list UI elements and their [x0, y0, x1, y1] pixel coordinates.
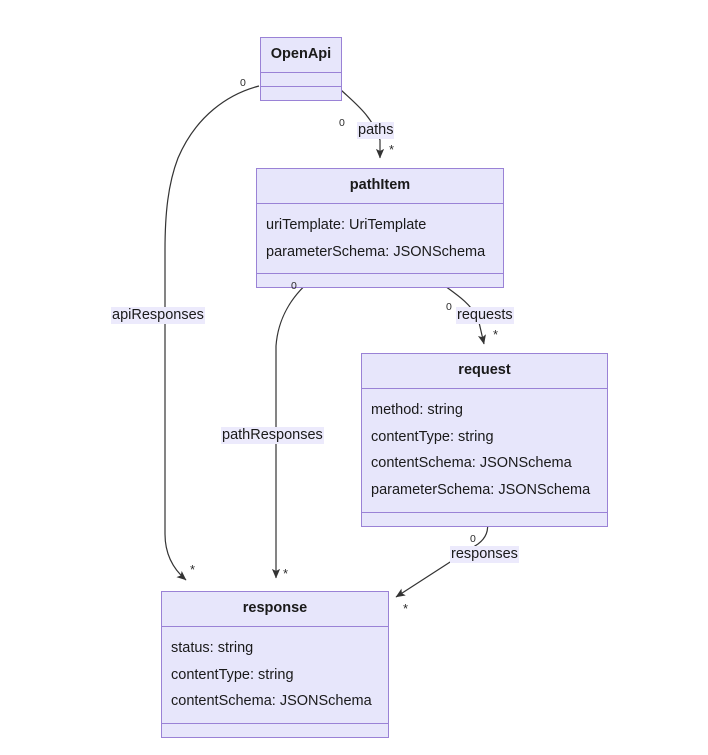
- class-title-openapi: OpenApi: [261, 38, 341, 73]
- edge-label-responses: responses: [450, 546, 519, 563]
- edge-label-path-responses: pathResponses: [221, 427, 324, 444]
- class-title-request: request: [362, 354, 607, 389]
- class-methods-request: [362, 513, 607, 526]
- edge-multiplicity-source: 0: [446, 301, 452, 313]
- class-attribute: parameterSchema: JSONSchema: [266, 243, 486, 260]
- edge-label-api-responses: apiResponses: [111, 307, 205, 324]
- class-attributes-request: method: string contentType: string conte…: [362, 389, 607, 513]
- class-title-response: response: [162, 592, 388, 627]
- class-box-pathitem[interactable]: pathItem uriTemplate: UriTemplate parame…: [256, 168, 504, 289]
- class-attribute: uriTemplate: UriTemplate: [266, 216, 427, 233]
- class-methods-response: [162, 724, 388, 737]
- edge-multiplicity-source: 0: [240, 77, 246, 89]
- class-attribute: contentSchema: JSONSchema: [171, 693, 372, 710]
- class-attribute: contentType: string: [171, 666, 294, 683]
- edge-multiplicity-target: *: [190, 562, 196, 577]
- edge-multiplicity-target: *: [283, 566, 289, 581]
- class-title-pathitem: pathItem: [257, 169, 503, 204]
- edge-multiplicity-target: *: [403, 601, 409, 616]
- edge-multiplicity-target: *: [389, 142, 395, 157]
- class-attribute: status: string: [171, 639, 254, 656]
- class-attributes-openapi: [261, 73, 341, 87]
- edge-label-paths: paths: [357, 122, 395, 139]
- edge-label-requests: requests: [456, 307, 514, 324]
- edge-api-responses: [164, 85, 260, 581]
- edge-multiplicity-target: *: [493, 327, 499, 342]
- class-attribute: contentType: string: [371, 428, 494, 445]
- class-attribute: parameterSchema: JSONSchema: [371, 481, 591, 498]
- class-box-request[interactable]: request method: string contentType: stri…: [361, 353, 608, 527]
- edge-multiplicity-source: 0: [339, 117, 345, 129]
- class-methods-openapi: [261, 87, 341, 100]
- edge-paths: [340, 89, 385, 159]
- class-attribute: contentSchema: JSONSchema: [371, 455, 572, 472]
- edge-multiplicity-source: 0: [291, 280, 297, 292]
- class-attributes-pathitem: uriTemplate: UriTemplate parameterSchema…: [257, 204, 503, 275]
- class-box-openapi[interactable]: OpenApi: [260, 37, 342, 101]
- class-box-response[interactable]: response status: string contentType: str…: [161, 591, 389, 738]
- class-attributes-response: status: string contentType: string conte…: [162, 627, 388, 724]
- edge-multiplicity-source: 0: [470, 533, 476, 545]
- class-attribute: method: string: [371, 401, 463, 418]
